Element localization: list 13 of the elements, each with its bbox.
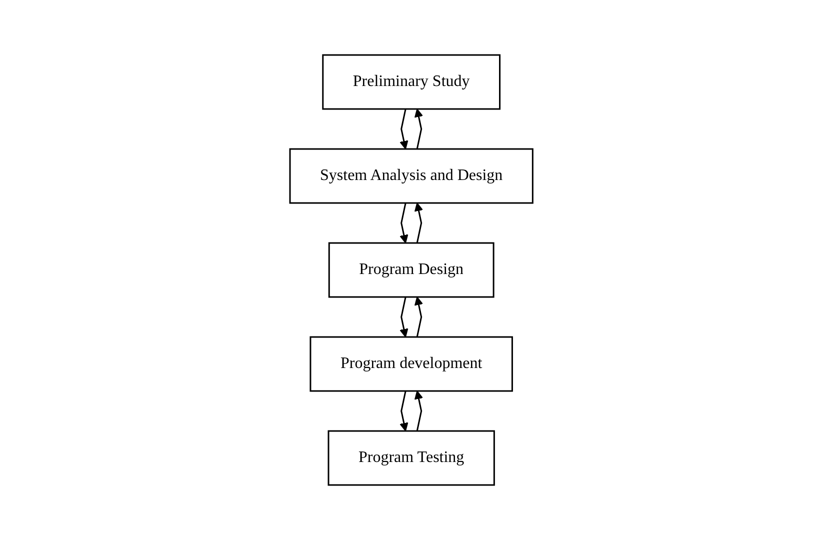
arrow: [400, 108, 408, 149]
node-box: Program Testing: [328, 430, 496, 486]
node-box: Program Design: [328, 242, 494, 298]
arrow: [414, 202, 424, 243]
node-box: Preliminary Study: [322, 54, 501, 110]
arrow: [414, 108, 424, 149]
node-box: System Analysis and Design: [289, 148, 534, 204]
arrow: [414, 390, 424, 431]
arrow: [400, 202, 408, 243]
arrow: [414, 296, 424, 337]
arrow: [400, 296, 408, 337]
node-box: Program development: [310, 336, 514, 392]
arrow: [400, 390, 408, 431]
